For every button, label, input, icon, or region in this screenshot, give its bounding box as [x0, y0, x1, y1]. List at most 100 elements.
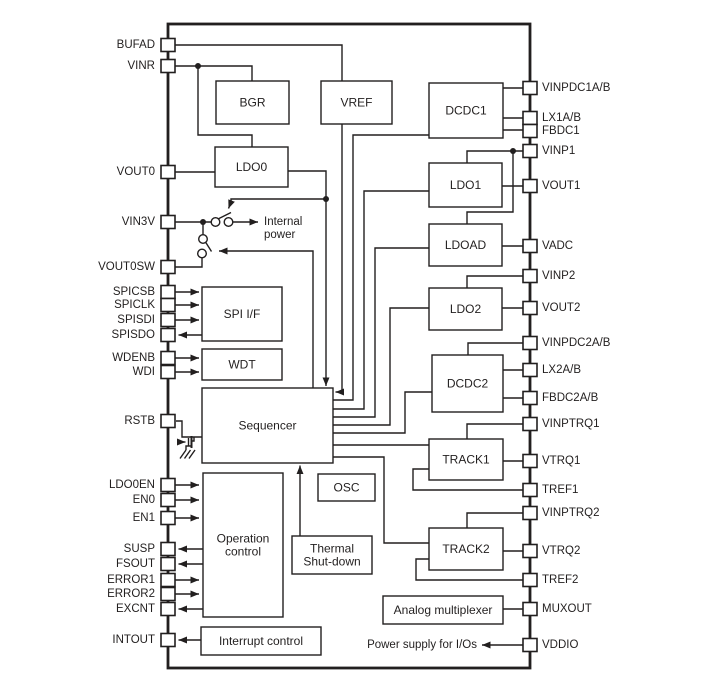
pin-label-FBDC2A/B: FBDC2A/B — [542, 392, 599, 404]
pin-FBDC2A/B — [522, 390, 538, 406]
pin-label-INTOUT: INTOUT — [112, 634, 155, 646]
pin-VOUT0SW — [160, 259, 176, 275]
wire-gnd-stroke-3 — [188, 449, 196, 459]
pin-ERROR2 — [160, 586, 176, 602]
pin-label-EXCNT: EXCNT — [116, 603, 155, 615]
wire-bufad-to-vref — [175, 44, 343, 81]
wire-tref2-loop — [415, 558, 523, 581]
switch-contact — [210, 216, 221, 227]
pin-label-VINPTRQ1: VINPTRQ1 — [542, 418, 600, 430]
wire-vout0sw-to-switch2 — [175, 258, 203, 268]
pin-TREF2 — [522, 572, 538, 588]
pin-MUXOUT — [522, 601, 538, 617]
block-analog-mux — [382, 595, 504, 625]
pin-label-SPICLK: SPICLK — [114, 299, 155, 311]
wire-rstb-to-sequencer — [176, 420, 202, 438]
block-label-intr-control: Interrupt control — [219, 634, 303, 648]
block-intr-control — [200, 626, 322, 656]
pin-label-TREF2: TREF2 — [542, 574, 578, 586]
wire-gnd-stroke-2 — [183, 449, 192, 459]
block-label-wdt: WDT — [228, 358, 256, 372]
wire-vinptrq1-to-track1 — [466, 423, 523, 439]
block-dcdc2 — [431, 354, 504, 413]
pin-label-SUSP: SUSP — [124, 543, 156, 555]
pin-label-VOUT1: VOUT1 — [542, 180, 580, 192]
label-internal-power: Internal — [264, 216, 302, 228]
pin-label-MUXOUT: MUXOUT — [542, 603, 592, 615]
wire-tref1-loop — [412, 468, 523, 491]
pin-FSOUT — [160, 556, 176, 572]
wire-vinr-to-bgr — [175, 65, 253, 81]
pin-VINPTRQ2 — [522, 505, 538, 521]
pin-label-FSOUT: FSOUT — [116, 558, 155, 570]
wire-gnd-stroke-1 — [179, 449, 187, 459]
pin-EN0 — [160, 492, 176, 508]
switch-contact — [223, 216, 234, 227]
pin-SUSP — [160, 541, 176, 557]
junction-dot — [510, 148, 516, 154]
junction-dot — [323, 196, 329, 202]
block-ldo0 — [214, 146, 289, 188]
block-label-dcdc1: DCDC1 — [445, 104, 487, 118]
pin-label-EN1: EN1 — [133, 512, 155, 524]
pin-SPICLK — [160, 297, 176, 313]
pin-BUFAD — [160, 37, 176, 53]
block-label-ldo0: LDO0 — [236, 160, 268, 174]
block-bgr — [215, 80, 290, 125]
block-track1 — [428, 438, 504, 481]
wire-dcdc1-bus — [333, 134, 429, 401]
switch-contact — [197, 233, 208, 244]
block-label-thermal: Thermal — [310, 542, 354, 556]
pin-EN1 — [160, 510, 176, 526]
switch-contact — [196, 248, 207, 259]
block-label-thermal: Shut-down — [303, 555, 360, 569]
block-spi-if — [201, 286, 283, 342]
pin-label-SPICSB: SPICSB — [113, 286, 156, 298]
block-label-track1: TRACK1 — [442, 453, 490, 467]
pin-VINPDC2A/B — [522, 335, 538, 351]
wire-vinp1-to-ldo1 — [466, 150, 523, 163]
block-thermal — [291, 535, 373, 575]
block-label-osc: OSC — [333, 481, 359, 495]
block-label-analog-mux: Analog multiplexer — [394, 603, 493, 617]
block-dcdc1 — [428, 82, 504, 139]
block-label-sequencer: Sequencer — [238, 419, 296, 433]
block-label-op-control: control — [225, 545, 261, 559]
wire-switch1-blade — [216, 211, 232, 221]
pin-label-LX1A/B: LX1A/B — [542, 112, 581, 124]
wire-ldo0-to-switch1 — [227, 198, 326, 209]
wire-switch2-blade — [204, 241, 213, 252]
junction-dot — [195, 63, 201, 69]
pin-label-VINPTRQ2: VINPTRQ2 — [542, 507, 600, 519]
pin-LX2A/B — [522, 362, 538, 378]
pin-VINP2 — [522, 268, 538, 284]
pin-label-VDDIO: VDDIO — [542, 639, 578, 651]
wire-ldo2-bus — [333, 307, 429, 426]
pin-label-TREF1: TREF1 — [542, 484, 578, 496]
pin-label-WDENB: WDENB — [112, 352, 155, 364]
pin-label-BUFAD: BUFAD — [117, 39, 155, 51]
pin-label-RSTB: RSTB — [124, 415, 155, 427]
pin-VINP1 — [522, 143, 538, 159]
pin-label-VIN3V: VIN3V — [122, 216, 156, 228]
pin-label-VOUT0SW: VOUT0SW — [98, 261, 155, 273]
pin-EXCNT — [160, 601, 176, 617]
pin-label-VINP1: VINP1 — [542, 145, 575, 157]
pin-VIN3V — [160, 214, 176, 230]
wire-vinpdc2-to-dcdc2 — [467, 342, 523, 355]
block-label-op-control: Operation — [217, 532, 270, 546]
block-sequencer — [201, 387, 334, 464]
block-ldoad — [428, 223, 503, 267]
block-wdt — [201, 348, 283, 381]
wire-ldo0-output — [288, 170, 327, 199]
block-label-dcdc2: DCDC2 — [447, 377, 489, 391]
pin-WDI — [160, 364, 176, 380]
junction-dot — [200, 219, 206, 225]
pin-VOUT2 — [522, 300, 538, 316]
pin-SPICSB — [160, 284, 176, 300]
pin-label-VADC: VADC — [542, 240, 573, 252]
pin-label-VINPDC1A/B: VINPDC1A/B — [542, 82, 611, 94]
pin-label-ERROR2: ERROR2 — [107, 588, 155, 600]
